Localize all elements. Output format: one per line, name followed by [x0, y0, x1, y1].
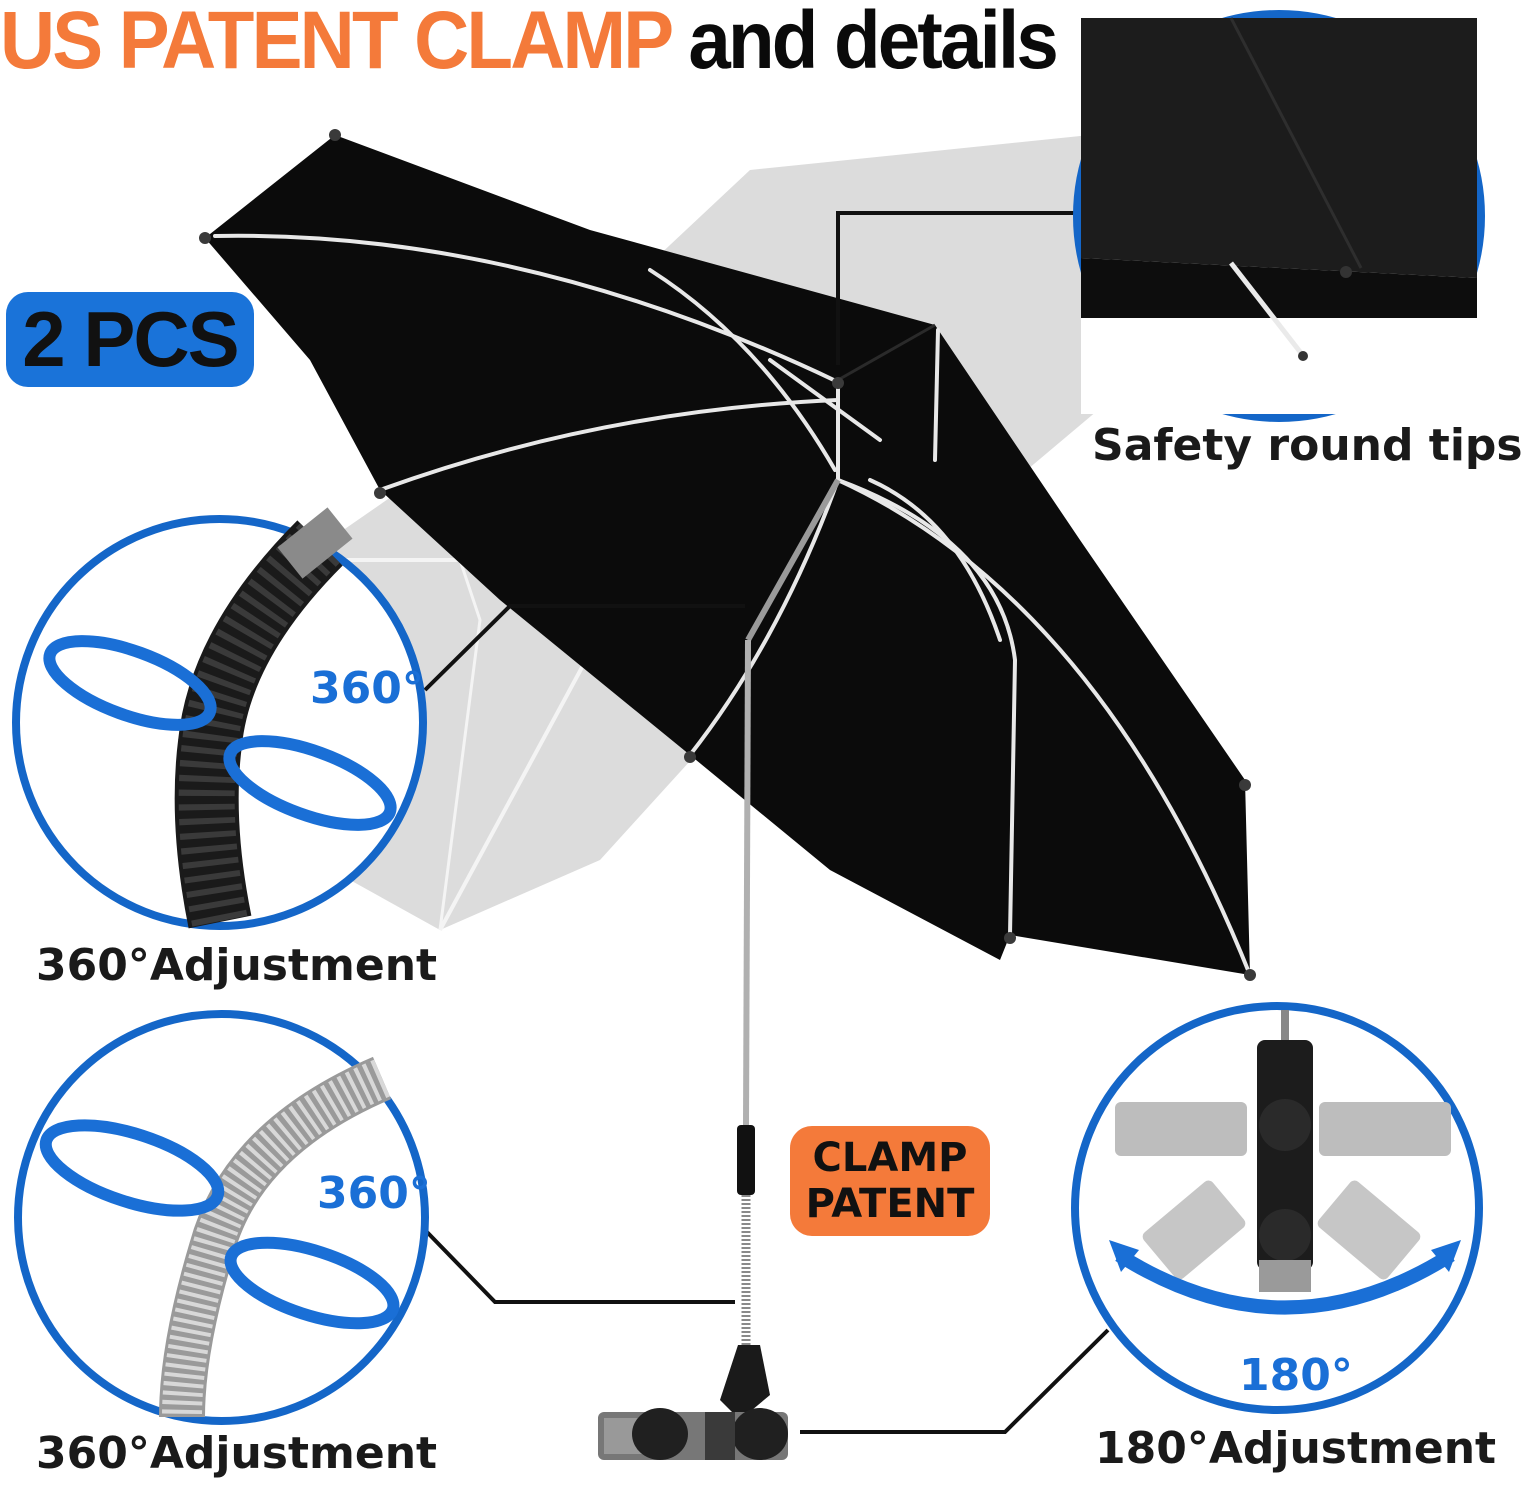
spring-label: 360°Adjustment [36, 1428, 438, 1479]
clamp-detail-circle: 180° [1071, 1002, 1483, 1414]
clamp-degrees: 180° [1239, 1350, 1353, 1401]
clamp-patent-badge: CLAMP PATENT [790, 1126, 990, 1236]
rotation-arrow-icon [43, 635, 217, 731]
umbrella-pole [737, 478, 841, 1345]
title-rest: and details [688, 0, 1058, 86]
joint-degrees: 360° [310, 663, 424, 714]
clamp [598, 1345, 788, 1460]
clamp-patent-line2: PATENT [805, 1181, 975, 1227]
rotation-arrow-icon [39, 1119, 225, 1217]
tips-label: Safety round tips [1092, 420, 1523, 471]
spring-detail-circle: 360° [14, 1010, 431, 1425]
tips-detail-circle [1073, 10, 1485, 422]
clamp-label: 180°Adjustment [1095, 1423, 1497, 1474]
rotation-arrow-icon [1115, 1249, 1455, 1315]
joint-detail-circle: 360° [12, 507, 427, 930]
spring-degrees: 360° [317, 1168, 431, 1219]
black-umbrella-canopy [199, 129, 1256, 981]
quantity-badge: 2 PCS [6, 292, 254, 387]
clamp-patent-line1: CLAMP [812, 1135, 968, 1181]
leader-lines [423, 211, 1110, 1434]
clamp-rotation-detail [1109, 1010, 1461, 1315]
joint-detail [43, 507, 397, 929]
canopy-tip-detail [1081, 17, 1477, 414]
rotation-arrow-icon [224, 1236, 400, 1330]
joint-label: 360°Adjustment [36, 940, 438, 991]
title-accent: US PATENT CLAMP [0, 0, 673, 86]
page-title: US PATENT CLAMP and details [0, 0, 1059, 88]
spring-detail [39, 1056, 400, 1418]
rotation-arrow-icon [223, 735, 397, 831]
